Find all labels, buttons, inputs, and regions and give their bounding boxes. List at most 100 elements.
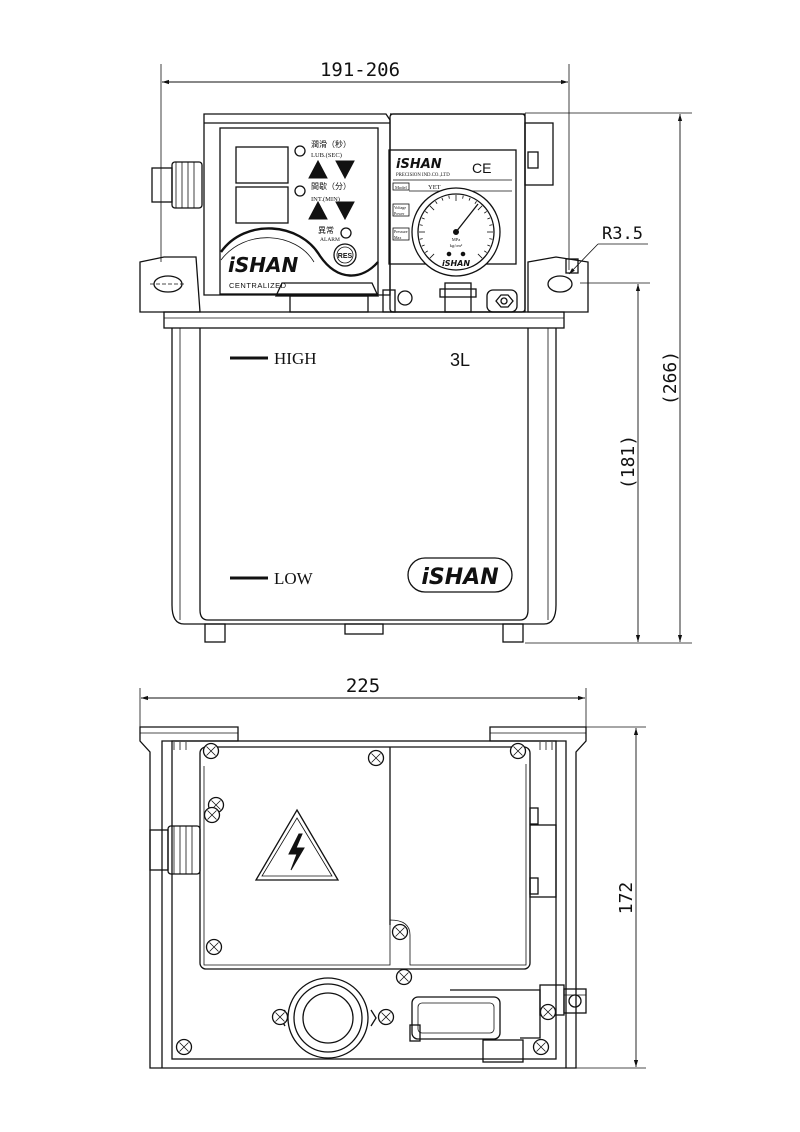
alarm-label-cn: 異常 bbox=[318, 226, 334, 235]
screw-icon bbox=[377, 1008, 395, 1026]
lub-indicator-led bbox=[294, 145, 306, 157]
right-mounting-ear bbox=[527, 256, 589, 313]
gauge-unit-bottom: kg/cm² bbox=[450, 243, 463, 248]
gauge-tick bbox=[484, 211, 487, 214]
radius-label: R3.5 bbox=[602, 224, 643, 244]
tank-logo-badge bbox=[407, 557, 513, 593]
int-display bbox=[235, 186, 289, 224]
gauge-unit-top: MPa bbox=[452, 237, 461, 242]
reset-button[interactable] bbox=[333, 243, 357, 267]
outlet-assembly bbox=[409, 984, 587, 1063]
gauge-tick bbox=[421, 217, 425, 220]
dim-bottom-depth-label: 172 bbox=[616, 882, 637, 915]
lub-label-cn: 潤滑（秒） bbox=[311, 139, 351, 149]
nameplate-company: PRECISION IND.CO.,LTD bbox=[396, 173, 450, 178]
cable-gland-bottom bbox=[149, 825, 201, 875]
panel-brand-logo: iSHAN bbox=[228, 253, 298, 277]
high-level-label: HIGH bbox=[274, 349, 317, 368]
gauge-tick bbox=[441, 197, 444, 201]
screw-icon bbox=[532, 1038, 550, 1056]
power-label: Power bbox=[394, 211, 405, 216]
dim-tank-height-label: (181) bbox=[618, 435, 639, 489]
left-mounting-ear bbox=[139, 256, 201, 313]
alarm-label-en: ALARM bbox=[320, 237, 340, 243]
front-view: 191-206 (266) (181) R3.5 bbox=[139, 59, 692, 644]
radius-callout: R3.5 bbox=[568, 224, 648, 275]
gauge-tick bbox=[425, 211, 428, 214]
screw-icon bbox=[205, 938, 223, 956]
low-level-label: LOW bbox=[274, 569, 314, 588]
gauge-tick bbox=[489, 238, 493, 240]
gauge-logo: iSHAN bbox=[442, 259, 470, 268]
gauge-tick bbox=[477, 253, 483, 259]
gauge-needle bbox=[455, 203, 479, 233]
model-label: Model bbox=[395, 185, 407, 190]
filler-opening bbox=[279, 977, 377, 1059]
lub-label-en: LUB.(SEC) bbox=[311, 152, 342, 159]
gauge-tick bbox=[484, 250, 487, 253]
screw-icon bbox=[539, 1003, 557, 1021]
screw-icon bbox=[395, 968, 413, 986]
screw-icon bbox=[391, 923, 409, 941]
alarm-led bbox=[340, 227, 352, 239]
decrease-arrow-icon[interactable] bbox=[335, 160, 355, 180]
gauge-tick bbox=[487, 217, 491, 220]
gauge-tick bbox=[435, 201, 438, 204]
gauge-tick bbox=[462, 195, 464, 199]
dimension-top-width: 191-206 bbox=[160, 59, 570, 270]
panel-swoosh bbox=[220, 227, 379, 277]
gauge-tick bbox=[468, 197, 471, 201]
gauge-tick bbox=[429, 253, 435, 259]
dimension-tank-height: (181) bbox=[580, 282, 650, 642]
int-label-cn: 間歇（分） bbox=[311, 181, 351, 191]
tank-brand-logo: iSHAN bbox=[421, 565, 498, 590]
reset-label: RES bbox=[338, 253, 353, 260]
screw-icon bbox=[203, 806, 221, 824]
base-outline bbox=[139, 726, 587, 1069]
increase-arrow-icon[interactable] bbox=[308, 159, 328, 179]
pressure-label: Pressure bbox=[394, 229, 408, 234]
screw-icon bbox=[202, 742, 220, 760]
dimension-bottom-depth: 172 bbox=[575, 726, 646, 1069]
plan-view: 225 172 bbox=[139, 675, 646, 1069]
gauge-tick bbox=[429, 205, 435, 211]
dim-total-height-label: (266) bbox=[660, 351, 681, 405]
decrease-arrow-icon[interactable] bbox=[335, 201, 355, 221]
voltage-label: Voltage bbox=[394, 205, 406, 210]
control-panel bbox=[219, 127, 379, 295]
int-indicator-led bbox=[294, 185, 306, 197]
gauge-tick bbox=[419, 224, 423, 226]
cable-gland-left bbox=[151, 161, 203, 209]
increase-arrow-icon[interactable] bbox=[308, 200, 328, 220]
model-value: YET bbox=[428, 184, 441, 191]
high-voltage-warning-icon bbox=[254, 808, 340, 881]
panel-brand-subtitle: CENTRALIZED bbox=[229, 281, 287, 290]
dimension-total-height: (266) bbox=[525, 112, 692, 644]
gauge-tick bbox=[487, 244, 491, 247]
ce-mark: CE bbox=[472, 160, 491, 176]
gauge-tick bbox=[419, 238, 423, 240]
gauge-tick bbox=[421, 244, 425, 247]
nameplate-logo: iSHAN bbox=[396, 157, 442, 172]
gauge-tick bbox=[477, 205, 483, 211]
tank-capacity-label: 3L bbox=[450, 350, 470, 370]
lub-display bbox=[235, 146, 289, 184]
gauge-tick bbox=[474, 201, 477, 204]
control-box-cover bbox=[199, 746, 531, 970]
lid-plate bbox=[163, 311, 565, 329]
filler-cap bbox=[274, 282, 380, 297]
int-label-en: INT.(MIN) bbox=[311, 196, 340, 203]
pressure-max-label: Max bbox=[394, 235, 401, 240]
screw-icon bbox=[509, 742, 527, 760]
gauge-tick bbox=[425, 250, 428, 253]
gauge-tick bbox=[448, 195, 450, 199]
gauge-tick bbox=[489, 224, 493, 226]
dimension-bottom-width: 225 bbox=[139, 675, 587, 730]
screw-icon bbox=[271, 1008, 289, 1026]
screw-icon bbox=[367, 749, 385, 767]
dim-bottom-width-label: 225 bbox=[346, 675, 380, 697]
pressure-gauge: MPa kg/cm² iSHAN bbox=[411, 187, 501, 277]
dim-top-width-label: 191-206 bbox=[320, 59, 400, 81]
screw-icon bbox=[175, 1038, 193, 1056]
